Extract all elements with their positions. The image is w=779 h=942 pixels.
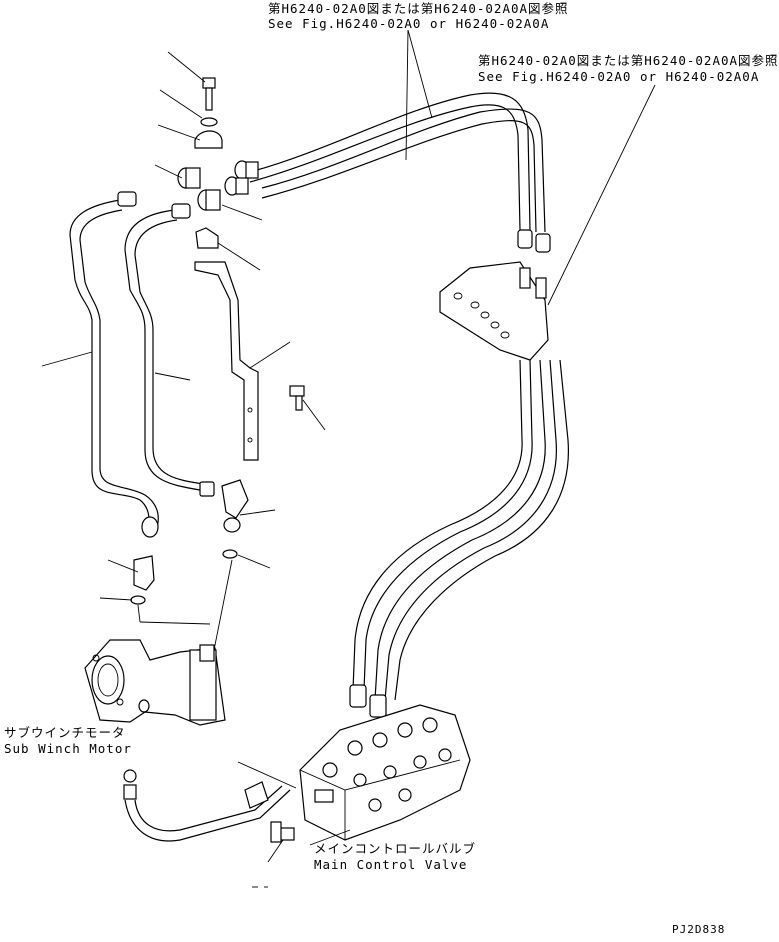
parts-diagram: 第H6240-02A0図または第H6240-02A0A図参照 See Fig.H… (4, 1, 778, 937)
lower-pipe-bundle (349, 359, 569, 718)
right-reference-jp: 第H6240-02A0図または第H6240-02A0A図参照 (478, 53, 779, 68)
sub-winch-motor-body (84, 639, 226, 726)
sub-winch-motor-label-jp: サブウインチモータ (4, 725, 126, 740)
main-control-valve-label-en: Main Control Valve (314, 857, 468, 872)
left-pipe-pair (69, 191, 215, 538)
sub-winch-motor-label-en: Sub Winch Motor (4, 741, 132, 756)
hydraulic-piping-drawing (41, 29, 656, 888)
upper-hose-pair (224, 92, 551, 253)
leader-lines (41, 29, 656, 888)
main-control-valve-label-jp: メインコントロールバルブ (314, 841, 477, 856)
clamp-parts (177, 77, 223, 249)
top-reference-en: See Fig.H6240-02A0 or H6240-02A0A (268, 16, 550, 31)
motor-lower-hose (123, 769, 295, 843)
right-reference-en: See Fig.H6240-02A0 or H6240-02A0A (478, 69, 760, 84)
support-stay (194, 261, 305, 461)
top-reference-jp: 第H6240-02A0図または第H6240-02A0A図参照 (268, 1, 569, 16)
mounting-bracket-right (439, 261, 549, 361)
drawing-code: PJ2D838 (672, 923, 726, 936)
main-control-valve-body (299, 704, 471, 841)
elbow-fittings (130, 479, 249, 605)
